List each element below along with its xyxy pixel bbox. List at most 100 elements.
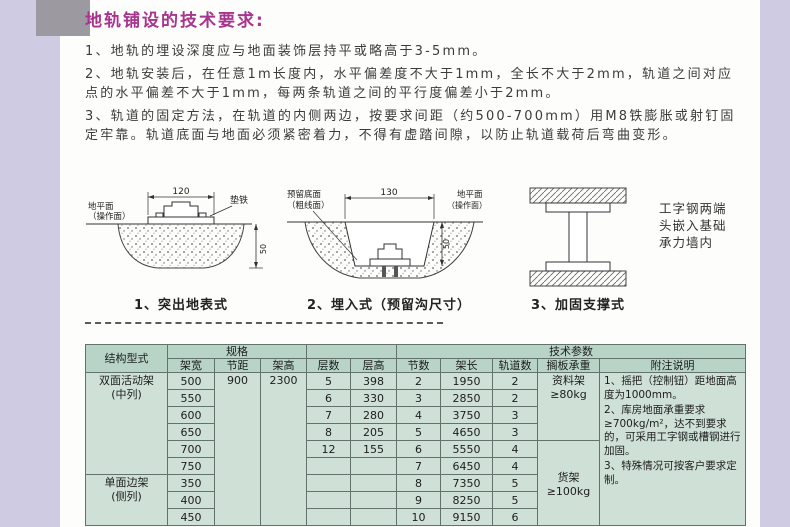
cell-width: 500 <box>167 372 215 390</box>
table-row: 450 10 9150 6 <box>86 508 746 526</box>
diagram2-caption: 2、埋入式（预留沟尺寸） <box>306 298 472 313</box>
cell-sections: 6 <box>396 440 442 458</box>
cell-layers: 8 <box>306 423 352 441</box>
col-header-pitch: 节距 <box>214 358 261 373</box>
cell-length: 8250 <box>440 491 494 509</box>
cell-width: 450 <box>167 508 215 526</box>
cell-length: 1950 <box>440 372 494 390</box>
bottom-bearing-wall <box>529 270 627 287</box>
cell-width: 600 <box>167 406 215 424</box>
requirement-item-1: 1、地轨的埋设深度应与地面装饰层持平或略高于3-5mm。 <box>85 44 488 59</box>
empty-cell <box>350 457 398 475</box>
cell-length: 5550 <box>440 440 494 458</box>
diagram-reinforced: 3、加固支撑式 <box>507 186 649 313</box>
installation-diagrams: 120 垫铁 地平面 （操作面） 50 1、突出地表式 <box>85 186 747 313</box>
rail-profile <box>147 201 215 225</box>
requirement-item-2: 2、地轨安装后，在任意1m长度内，水平偏差度不大于1mm，全长不大于2mm，轨道… <box>85 67 734 101</box>
dashed-divider <box>85 322 443 324</box>
load1-label: 资料架 <box>552 374 586 387</box>
requirement-item-3: 3、轨道的固定方法，在轨道的内侧两边，按要求间距（约500-700mm）用M8铁… <box>85 109 736 143</box>
cell-rails: 5 <box>492 491 539 509</box>
diagram-embedded: 130 预留底面 （粗线面） 地平面 （操作面） 50 2、埋入式（预留沟尺寸） <box>285 186 493 313</box>
spec-group-header: 规格 <box>166 344 308 359</box>
page-title: 地轨铺设的技术要求: <box>85 11 265 31</box>
cell-length: 3750 <box>440 406 494 424</box>
cell-length: 2850 <box>440 389 494 407</box>
depth-dimension: 50 <box>439 222 451 266</box>
cell-layer-height: 330 <box>350 389 398 407</box>
cell-sections: 4 <box>396 406 442 424</box>
group-double-sided: 双面活动架 (中列) <box>85 372 168 475</box>
col-header-rails: 轨道数 <box>492 358 539 373</box>
corner-gray-block <box>36 0 90 36</box>
cell-width: 750 <box>167 457 215 475</box>
table-row: 双面活动架 (中列) 500 900 2300 5 398 2 1950 2 资… <box>85 372 747 526</box>
cell-width: 400 <box>167 491 215 509</box>
cell-layer-height: 155 <box>350 440 398 458</box>
col-header-layers: 层数 <box>306 358 352 373</box>
cell-sections: 2 <box>396 372 442 390</box>
group-single-sided: 单面边架 (侧列) <box>85 474 168 526</box>
empty-cell <box>306 457 352 475</box>
embedded-drawing: 130 预留底面 （粗线面） 地平面 （操作面） 50 <box>286 188 487 279</box>
cell-layers: 12 <box>306 440 352 458</box>
cell-sections: 3 <box>396 389 442 407</box>
specification-table: 结构型式 规格 技术参数 架宽 节距 架高 层数 层高 节数 架长 轨道数 搁板… <box>85 344 747 526</box>
col-header-sections: 节数 <box>396 358 442 373</box>
requirements-text: 1、地轨的埋设深度应与地面装饰层持平或略高于3-5mm。 2、地轨安装后，在任意… <box>85 42 747 149</box>
cell-load-shelf: 货架 ≥100kg <box>537 440 601 526</box>
load1-value: ≥80kg <box>550 388 587 401</box>
anchor-bolt <box>381 266 386 277</box>
group2-label: 单面边架 <box>104 476 149 489</box>
dim-120-label: 120 <box>172 187 189 197</box>
rail-profile <box>369 243 410 277</box>
cell-rails: 2 <box>492 372 539 390</box>
rough-face-label: （粗线面） <box>287 200 330 211</box>
structure-type-header: 结构型式 <box>85 344 168 373</box>
empty-cell <box>306 491 352 509</box>
col-header-width: 架宽 <box>167 358 215 373</box>
cell-rails: 4 <box>492 440 539 458</box>
group1-label: 双面活动架 <box>99 374 154 387</box>
anchor-bolt <box>393 266 398 277</box>
empty-cell <box>350 474 398 492</box>
table-row: 750 7 6450 4 <box>86 457 746 475</box>
cell-width: 550 <box>167 389 215 407</box>
working-face-label: （操作面） <box>447 200 487 210</box>
cell-width: 350 <box>167 474 215 492</box>
dim-130-label: 130 <box>380 188 397 198</box>
col-header-layer-height: 层高 <box>350 358 398 373</box>
ground-plane-label: 地平面 <box>457 189 483 200</box>
cell-sections: 10 <box>396 508 442 526</box>
cell-length: 4650 <box>440 423 494 441</box>
top-bearing-wall <box>529 187 627 204</box>
diagram-surface-mounted: 120 垫铁 地平面 （操作面） 50 1、突出地表式 <box>85 186 277 313</box>
page-content: 地轨铺设的技术要求: 1、地轨的埋设深度应与地面装饰层持平或略高于3-5mm。 … <box>85 0 747 527</box>
i-beam-note: 工字钢两端头嵌入基础承力墙内 <box>659 201 727 250</box>
empty-cell <box>306 474 352 492</box>
table-row: 700 12 155 6 5550 4 货架 ≥100kg <box>86 440 746 526</box>
cell-layers: 7 <box>306 406 352 424</box>
cell-layer-height: 205 <box>350 423 398 441</box>
cell-rails: 3 <box>492 423 539 441</box>
cell-rails: 3 <box>492 406 539 424</box>
load2-value: ≥100kg <box>546 484 591 498</box>
ground-plane-label: 地平面 <box>88 201 114 212</box>
diagram1-caption: 1、突出地表式 <box>133 298 229 313</box>
width-dimension: 120 <box>147 187 215 215</box>
cell-rack-height: 2300 <box>259 372 308 526</box>
note-2: 2、库房地面承重要求≥700kg/m²，达不到要求的，可采用工字钢或槽钢进行加固… <box>604 404 741 457</box>
cell-rails: 4 <box>492 457 539 475</box>
leader-line <box>312 210 357 261</box>
col-header-notes: 附注说明 <box>599 358 747 373</box>
cell-layers: 6 <box>306 389 352 407</box>
group1-sublabel: (中列) <box>111 388 142 401</box>
cell-load-archive: 资料架 ≥80kg <box>537 372 601 441</box>
reinforced-drawing <box>529 187 627 287</box>
cell-sections: 5 <box>396 423 442 441</box>
working-face-label: （操作面） <box>88 211 131 222</box>
concrete-foundation <box>117 223 245 269</box>
cell-pitch: 900 <box>214 372 261 526</box>
note-1: 1、摇把（控制钮）距地面高度为1000mm。 <box>604 375 737 401</box>
load2-label: 货架 <box>557 470 580 484</box>
